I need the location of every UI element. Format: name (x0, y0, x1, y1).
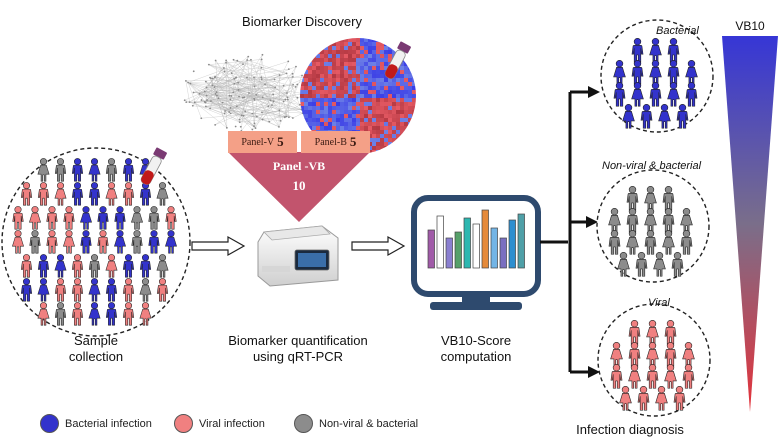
blood-tube-icon (140, 147, 167, 185)
panel-vb-count: 10 (292, 178, 306, 193)
panel-vb-triangle (228, 152, 370, 222)
quantification-label: Biomarker quantification using qRT-PCR (208, 333, 388, 365)
bacterial-group-label: Bacterial (656, 25, 699, 37)
sample-collection-label: Sample collection (36, 333, 156, 365)
viral-group-label: Viral (648, 297, 670, 309)
legend-nonviral-swatch (294, 414, 313, 433)
flow-arrow (191, 235, 246, 257)
legend-nonviral-text: Non-viral & bacterial (319, 417, 419, 430)
vb10-scale-label: VB10 (735, 19, 765, 33)
panel-vb-label: Panel -VB (272, 159, 326, 173)
legend-viral: Viral infection (174, 414, 265, 433)
vb10-gradient-wedge (722, 36, 778, 412)
score-computation-label: VB10-Score computation (420, 333, 532, 365)
legend-bacterial-text: Bacterial infection (65, 417, 152, 430)
score-monitor-icon (411, 195, 541, 310)
flow-arrow (351, 235, 406, 257)
sample-label-line1: Sample (73, 333, 119, 348)
branch-arrows (540, 90, 590, 374)
panel-v-count: 5 (277, 134, 284, 149)
panel-v-label: Panel-V (241, 136, 275, 148)
panel-b-count: 5 (349, 134, 357, 149)
title-biomarker-discovery: Biomarker Discovery (242, 14, 362, 29)
panel-b-label: Panel-B (314, 136, 347, 148)
legend-viral-swatch (174, 414, 193, 433)
legend-bacterial-swatch (40, 414, 59, 433)
score-label-line2: computation (440, 349, 512, 364)
legend-bacterial: Bacterial infection (40, 414, 152, 433)
legend-nonviral: Non-viral & bacterial (294, 414, 418, 433)
quant-label-line1: Biomarker quantification (228, 333, 368, 348)
network-graph-image (183, 53, 309, 132)
blood-tube-icon (384, 41, 411, 79)
qpcr-machine-icon (257, 225, 339, 287)
sample-label-line2: collection (68, 349, 124, 364)
score-label-line1: VB10-Score (440, 333, 512, 348)
infection-diagnosis-label: Infection diagnosis (576, 422, 684, 437)
legend-viral-text: Viral infection (199, 417, 265, 430)
quant-label-line2: using qRT-PCR (252, 349, 344, 364)
nonviral-group-label: Non-viral & bacterial (602, 160, 702, 172)
